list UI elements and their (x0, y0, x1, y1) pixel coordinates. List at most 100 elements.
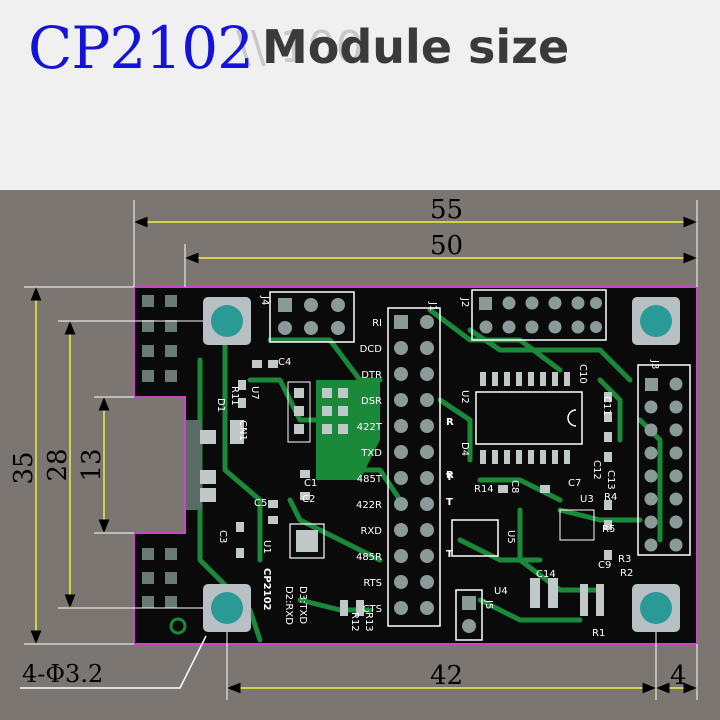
header-j4 (269, 291, 355, 343)
header-j2 (471, 289, 607, 341)
silk-label: R (446, 470, 454, 481)
j1-pin (420, 549, 434, 563)
silk-label: DSR (361, 396, 382, 407)
j1-pin (394, 367, 408, 381)
silk-label: J3 (649, 359, 660, 369)
j1-pin (420, 471, 434, 485)
dim-mid-height: 28 (43, 448, 73, 481)
header-j3 (637, 364, 691, 556)
j3-pin (644, 538, 658, 552)
silk-label: R11 (229, 386, 240, 406)
dim-total-height: 35 (9, 451, 39, 484)
j3-pin (669, 423, 683, 437)
silk-label: 485T (357, 474, 383, 485)
silk-label: CTS (363, 604, 382, 615)
silk-label: R12 (349, 612, 360, 632)
j1-pin (420, 393, 434, 407)
j1-pin (420, 367, 434, 381)
silkscreen-labels: RIDCDDTRDSR422TTXD485T422RRXD485RRTSCTSR… (215, 295, 660, 639)
j3-pin (669, 538, 683, 552)
silk-label: T (446, 549, 453, 560)
header-j5-pin2 (462, 619, 476, 633)
dim-inner-width: 50 (430, 231, 463, 261)
j3-pin (644, 492, 658, 506)
j1-pin (420, 315, 434, 329)
silk-label: RXD (361, 526, 383, 537)
j1-pin (394, 575, 408, 589)
corner-pads (142, 295, 177, 608)
j3-pin (669, 515, 683, 529)
silk-label: RTS (363, 578, 382, 589)
j1-pin (394, 419, 408, 433)
silk-label: D1 (215, 398, 226, 412)
silk-label: R3 (618, 554, 631, 565)
silk-label: CN1 (237, 420, 248, 441)
silk-label: R (446, 417, 454, 428)
chip-u2 (475, 372, 583, 464)
j1-pin (420, 419, 434, 433)
silk-label: R4 (604, 492, 617, 503)
j1-pin (394, 341, 408, 355)
j1-pin (420, 341, 434, 355)
silk-label: R13 (363, 612, 374, 632)
silk-label: 422T (357, 422, 383, 433)
silk-label: C5 (254, 498, 267, 509)
dim-hole-spacing: 42 (430, 661, 463, 691)
j3-pin (644, 446, 658, 460)
silk-label: D2:RXD (283, 586, 294, 625)
silk-label: C10 (577, 364, 588, 384)
mounting-holes (203, 297, 680, 632)
silk-label: D4 (459, 442, 470, 456)
chip-u1 (289, 523, 325, 559)
silk-label: C3 (217, 530, 228, 543)
silk-label: J1 (427, 301, 438, 311)
silk-label: J4 (259, 295, 270, 305)
j3-pin (669, 400, 683, 414)
dim-usb-height: 13 (77, 448, 107, 481)
j3-pin (669, 492, 683, 506)
silk-label: C1 (304, 478, 317, 489)
header-banner: \\ 100 CP2102 Module size (0, 0, 720, 190)
silk-label: J5 (483, 599, 494, 609)
silk-label: R14 (474, 484, 494, 495)
silk-label: C4 (278, 357, 291, 368)
silk-label: DTR (361, 370, 382, 381)
j3-pin (669, 446, 683, 460)
j1-pin (394, 471, 408, 485)
module-title: Module size (262, 20, 570, 74)
header-j5-pin1 (462, 596, 476, 610)
silk-label: C7 (568, 478, 581, 489)
silk-label: D3:TXD (297, 586, 308, 624)
dim-edge-offset: 4 (670, 661, 687, 691)
silk-label: R5 (602, 524, 615, 535)
j1-pin (394, 601, 408, 615)
silk-label: 485R (356, 552, 382, 563)
silk-label: U7 (249, 386, 260, 400)
silk-label: C11 (601, 396, 612, 416)
j1-pin (394, 497, 408, 511)
silk-label: J2 (459, 297, 470, 307)
silk-label: U2 (459, 390, 470, 404)
smd-components (236, 360, 612, 616)
j3-pin (644, 515, 658, 529)
dimension-lines (24, 200, 698, 700)
dim-outer-width: 55 (430, 195, 463, 225)
silk-label: U1 (261, 540, 272, 554)
silk-label: CP2102 (261, 568, 272, 611)
j1-pin (420, 575, 434, 589)
j3-pin (644, 400, 658, 414)
j3-pin (644, 469, 658, 483)
silk-label: U4 (494, 586, 508, 597)
silk-label: C13 (605, 470, 616, 490)
j1-pin (394, 445, 408, 459)
watermark: \\ 100 (236, 22, 364, 73)
silk-label: TXD (360, 448, 382, 459)
fiducial-mark (169, 617, 187, 635)
silk-label: RI (372, 318, 382, 329)
j1-pin (420, 601, 434, 615)
silk-label: R1 (592, 628, 605, 639)
j3-pin (669, 469, 683, 483)
j1-pin (394, 315, 408, 329)
